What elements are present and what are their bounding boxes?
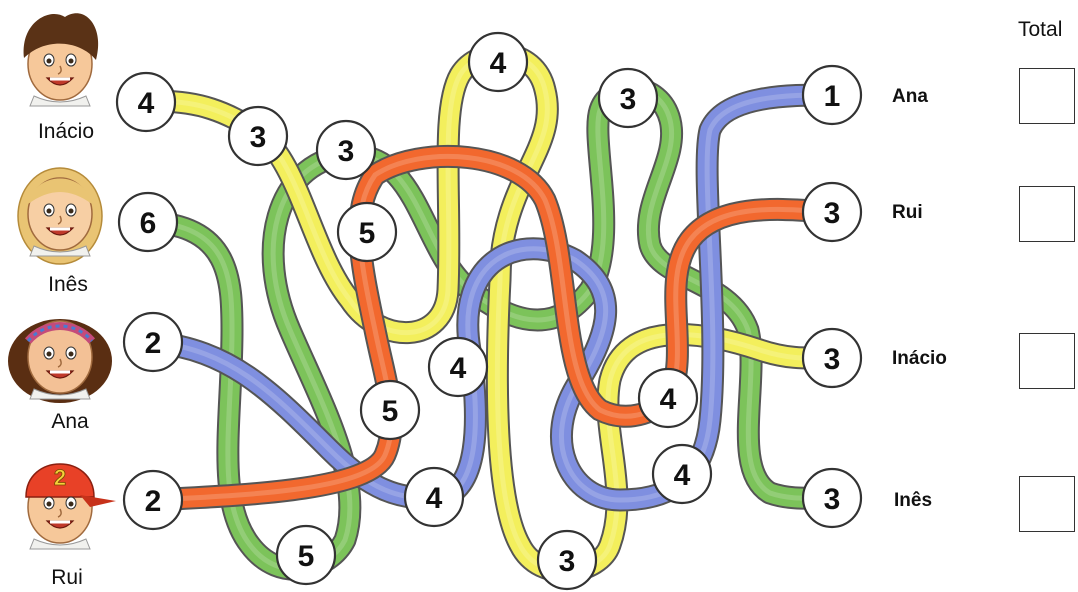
boy-spiky-hair-avatar-icon [23,13,99,107]
yellow-path-number-1: 4 [467,31,529,93]
start-number-0-value: 4 [138,87,155,120]
yellow-path-number-2-value: 3 [559,545,576,578]
blue-path-number-2: 4 [651,443,713,505]
yellow-path-number-0: 3 [227,105,289,167]
blue-path-number-0-value: 4 [450,352,467,385]
orange-path-number-0: 5 [336,201,398,263]
yellow-path-number-2: 3 [536,529,598,591]
end-number-2-value: 3 [824,343,841,376]
end-number-0-value: 1 [824,80,841,113]
orange-path-number-1-value: 5 [382,395,399,428]
start-number-1-value: 6 [140,207,157,240]
green-path-number-1: 3 [315,119,377,181]
orange-path-number-1: 5 [359,379,421,441]
right-name-inacio: Inácio [892,348,947,369]
rope-blue[interactable] [141,83,842,512]
total-box-ana[interactable] [1019,68,1075,124]
left-name-ines: Inês [48,273,88,296]
total-header: Total [1018,18,1063,41]
green-path-number-2: 3 [597,67,659,129]
right-name-ines: Inês [894,490,933,511]
blue-path-number-1: 4 [403,466,465,528]
blue-path-number-0: 4 [427,336,489,398]
start-number-3: 2 [122,469,184,531]
orange-path-number-0-value: 5 [359,217,376,250]
boy-red-cap-avatar-icon: 2 [25,463,116,550]
yellow-path-number-0-value: 3 [250,121,267,154]
right-name-rui: Rui [892,202,923,223]
blue-path-number-1-value: 4 [426,482,443,515]
girl-headband-avatar-icon [8,319,112,403]
green-path-number-0-value: 5 [298,540,315,573]
start-number-2: 2 [122,311,184,373]
left-name-rui: Rui [51,566,83,589]
end-number-3-value: 3 [824,483,841,516]
svg-text:2: 2 [54,465,66,490]
total-box-inacio[interactable] [1019,333,1075,389]
blue-path-number-2-value: 4 [674,459,691,492]
yellow-path-number-1-value: 4 [490,47,507,80]
green-path-number-2-value: 3 [620,83,637,116]
orange-path-number-2-value: 4 [660,383,677,416]
girl-blonde-avatar-icon [17,167,103,265]
start-number-1: 6 [117,191,179,253]
green-path-number-0: 5 [275,524,337,586]
right-name-ana: Ana [892,86,928,107]
end-number-1-value: 3 [824,197,841,230]
total-box-rui[interactable] [1019,186,1075,242]
total-box-ines[interactable] [1019,476,1075,532]
end-number-1: 3 [801,181,863,243]
left-name-ana: Ana [51,410,89,433]
left-name-inacio: Inácio [37,120,95,143]
start-number-2-value: 2 [145,327,162,360]
green-path-number-1-value: 3 [338,135,355,168]
end-number-3: 3 [801,467,863,529]
start-number-3-value: 2 [145,485,162,518]
end-number-2: 3 [801,327,863,389]
start-number-0: 4 [115,71,177,133]
end-number-0: 1 [801,64,863,126]
orange-path-number-2: 4 [637,367,699,429]
